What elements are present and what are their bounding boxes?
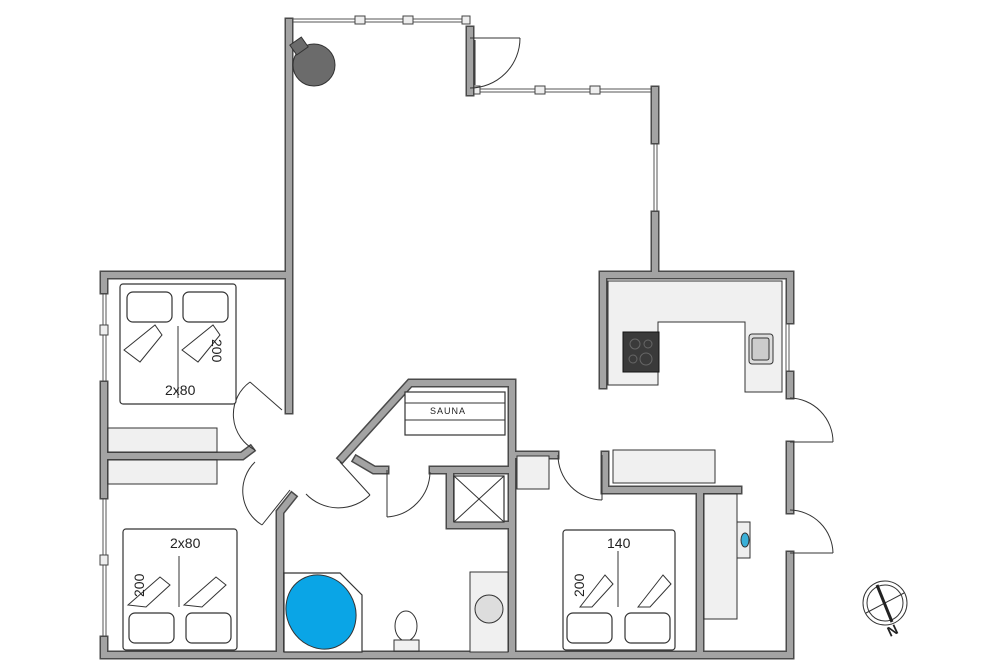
bed-length-label: 200 (209, 339, 225, 363)
bedroom-3: 140 200 (516, 449, 751, 651)
fireplace-icon (289, 36, 336, 87)
toilet-icon (393, 610, 420, 652)
bed-width-label: 140 (607, 535, 631, 551)
bedroom-2-door[interactable] (242, 461, 291, 526)
sauna: SAUNA (404, 391, 506, 436)
terrace-door[interactable] (469, 37, 521, 89)
bedroom-3-door[interactable] (557, 454, 603, 501)
bathroom (283, 475, 509, 653)
washbasin-icon (469, 571, 509, 653)
bed-width-label: 2x80 (170, 535, 201, 551)
cabinet (703, 493, 738, 620)
toilet-door[interactable] (386, 470, 431, 518)
bedroom-2: 2x80 200 (107, 459, 238, 651)
entrance-door-2[interactable] (789, 509, 834, 554)
wardrobe (516, 455, 550, 490)
bed-length-label: 200 (571, 573, 587, 597)
doors (232, 37, 834, 554)
wardrobe (107, 427, 218, 453)
entrance-door-1[interactable] (789, 397, 834, 443)
compass-icon: N (862, 580, 908, 640)
bedroom-1-door[interactable] (232, 381, 283, 451)
compass-north-label: N (885, 621, 901, 640)
bedroom-1: 2x80 200 (107, 283, 237, 453)
bathroom-door[interactable] (305, 461, 371, 509)
stove-icon (622, 331, 660, 373)
bed-width-label: 2x80 (165, 382, 196, 398)
sauna-label: SAUNA (430, 406, 466, 416)
bed-length-label: 200 (131, 573, 147, 597)
walls (99, 17, 795, 660)
cabinet (612, 449, 716, 484)
shower-icon (453, 475, 505, 523)
wardrobe (107, 459, 218, 485)
kitchen (607, 280, 783, 393)
bathtub-icon (283, 572, 363, 653)
